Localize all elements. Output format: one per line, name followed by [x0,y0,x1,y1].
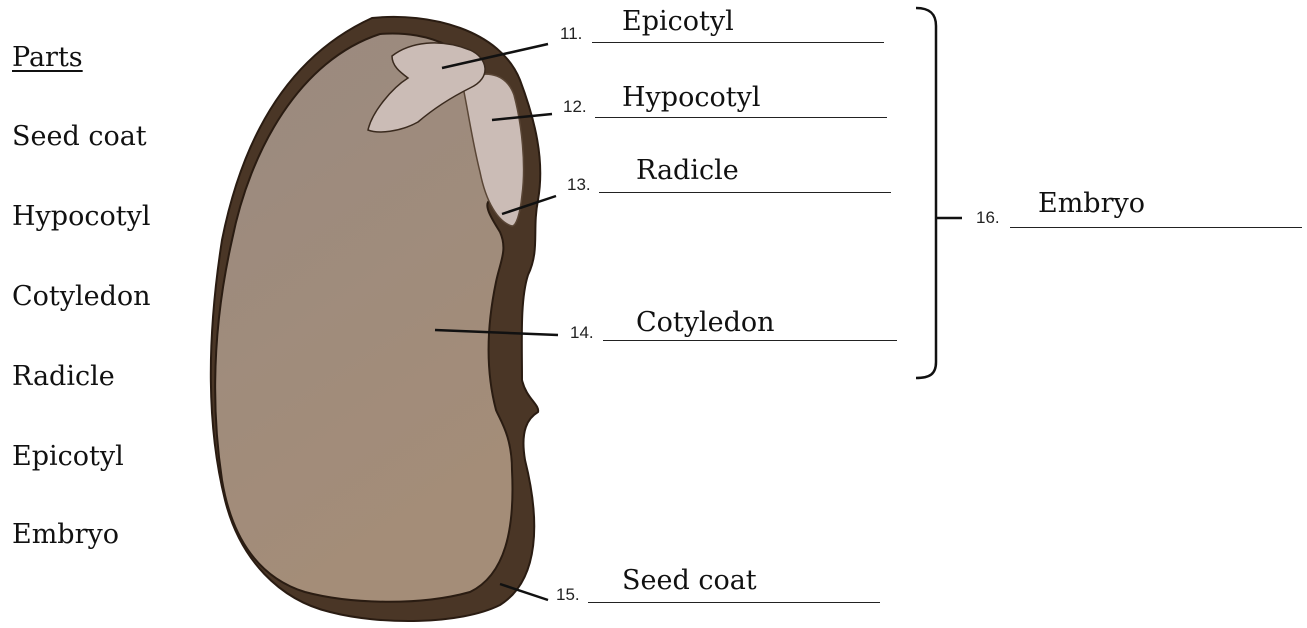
label-number-14: 14. [570,323,594,343]
answer-blank-12 [595,117,887,118]
label-number-13: 13. [567,175,591,195]
answer-15-seed-coat: Seed coat [622,565,757,596]
answer-blank-11 [592,42,884,43]
answer-11-epicotyl: Epicotyl [622,6,734,37]
answer-14-cotyledon: Cotyledon [636,307,775,338]
label-number-16: 16. [976,208,1000,228]
label-number-11: 11. [560,24,582,44]
label-number-15: 15. [556,585,580,605]
answer-blank-15 [588,602,880,603]
cotyledon-shape [215,34,512,602]
answer-16-embryo: Embryo [1038,188,1145,219]
answer-13-radicle: Radicle [636,155,739,186]
embryo-bracket [916,8,936,378]
answer-blank-14 [603,340,897,341]
answer-12-hypocotyl: Hypocotyl [622,82,760,113]
answer-blank-13 [599,192,891,193]
answer-blank-16 [1010,227,1302,228]
label-number-12: 12. [563,97,587,117]
